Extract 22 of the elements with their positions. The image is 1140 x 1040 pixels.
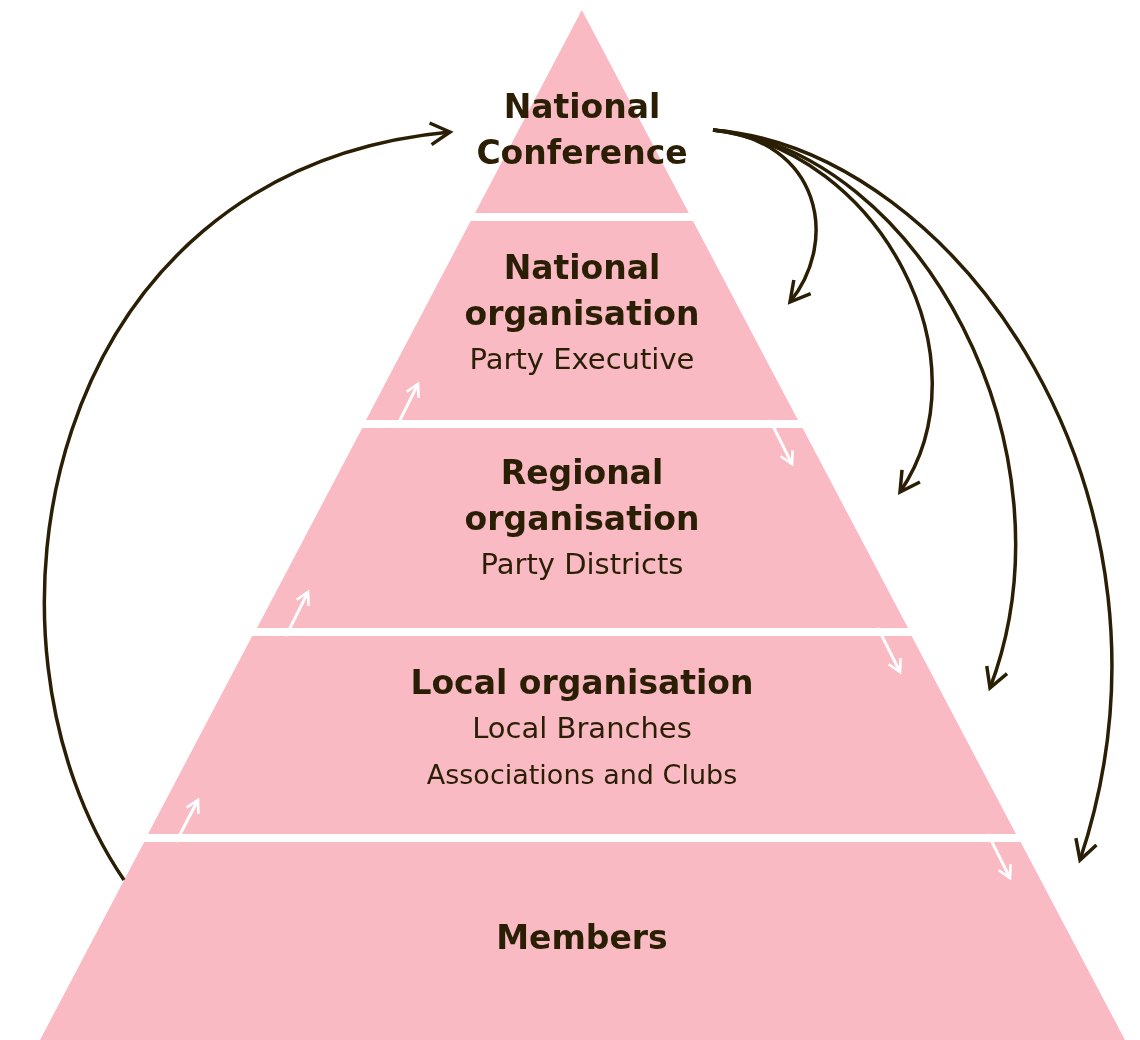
pyramid-tier (366, 221, 799, 420)
arrow (712, 128, 1114, 862)
tier-title: National organisation (463, 247, 701, 335)
tier-title: Members (496, 917, 668, 959)
tier-title: Regional organisation (463, 452, 701, 540)
arrow (876, 627, 902, 674)
pyramid-tier (256, 428, 908, 628)
tier-title: Local organisation (410, 662, 754, 704)
tier-subtitle: Local Branches (472, 710, 692, 747)
arrow (394, 382, 420, 429)
pyramid-tier (40, 842, 1125, 1040)
arrow (174, 798, 200, 843)
tier-title: National Conference (475, 86, 689, 174)
pyramid-tier (475, 10, 689, 213)
arrow (284, 590, 310, 637)
tier-subtitle: Party Districts (480, 546, 684, 583)
tier-subtitle: Party Executive (469, 341, 695, 378)
pyramid-tier (148, 636, 1017, 834)
arrow (768, 419, 794, 466)
arrow (986, 833, 1012, 880)
arrow (42, 123, 452, 881)
tier-subtitle: Associations and Clubs (426, 758, 738, 792)
